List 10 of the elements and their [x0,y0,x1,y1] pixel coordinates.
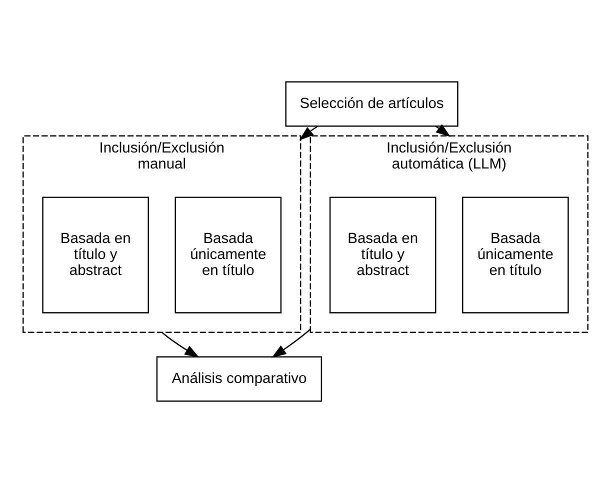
node-box: Basada en título y abstract [329,196,436,314]
node-box: Basada en título y abstract [42,196,149,314]
node-box: Basada únicamente en título [462,196,569,314]
arrow [272,328,311,358]
arrow [299,126,318,140]
node-box: Selección de artículos [285,81,458,127]
node-box: Análisis comparativo [156,356,322,402]
node-box: Basada únicamente en título [174,196,282,314]
arrow [435,124,451,138]
arrow [161,332,200,358]
